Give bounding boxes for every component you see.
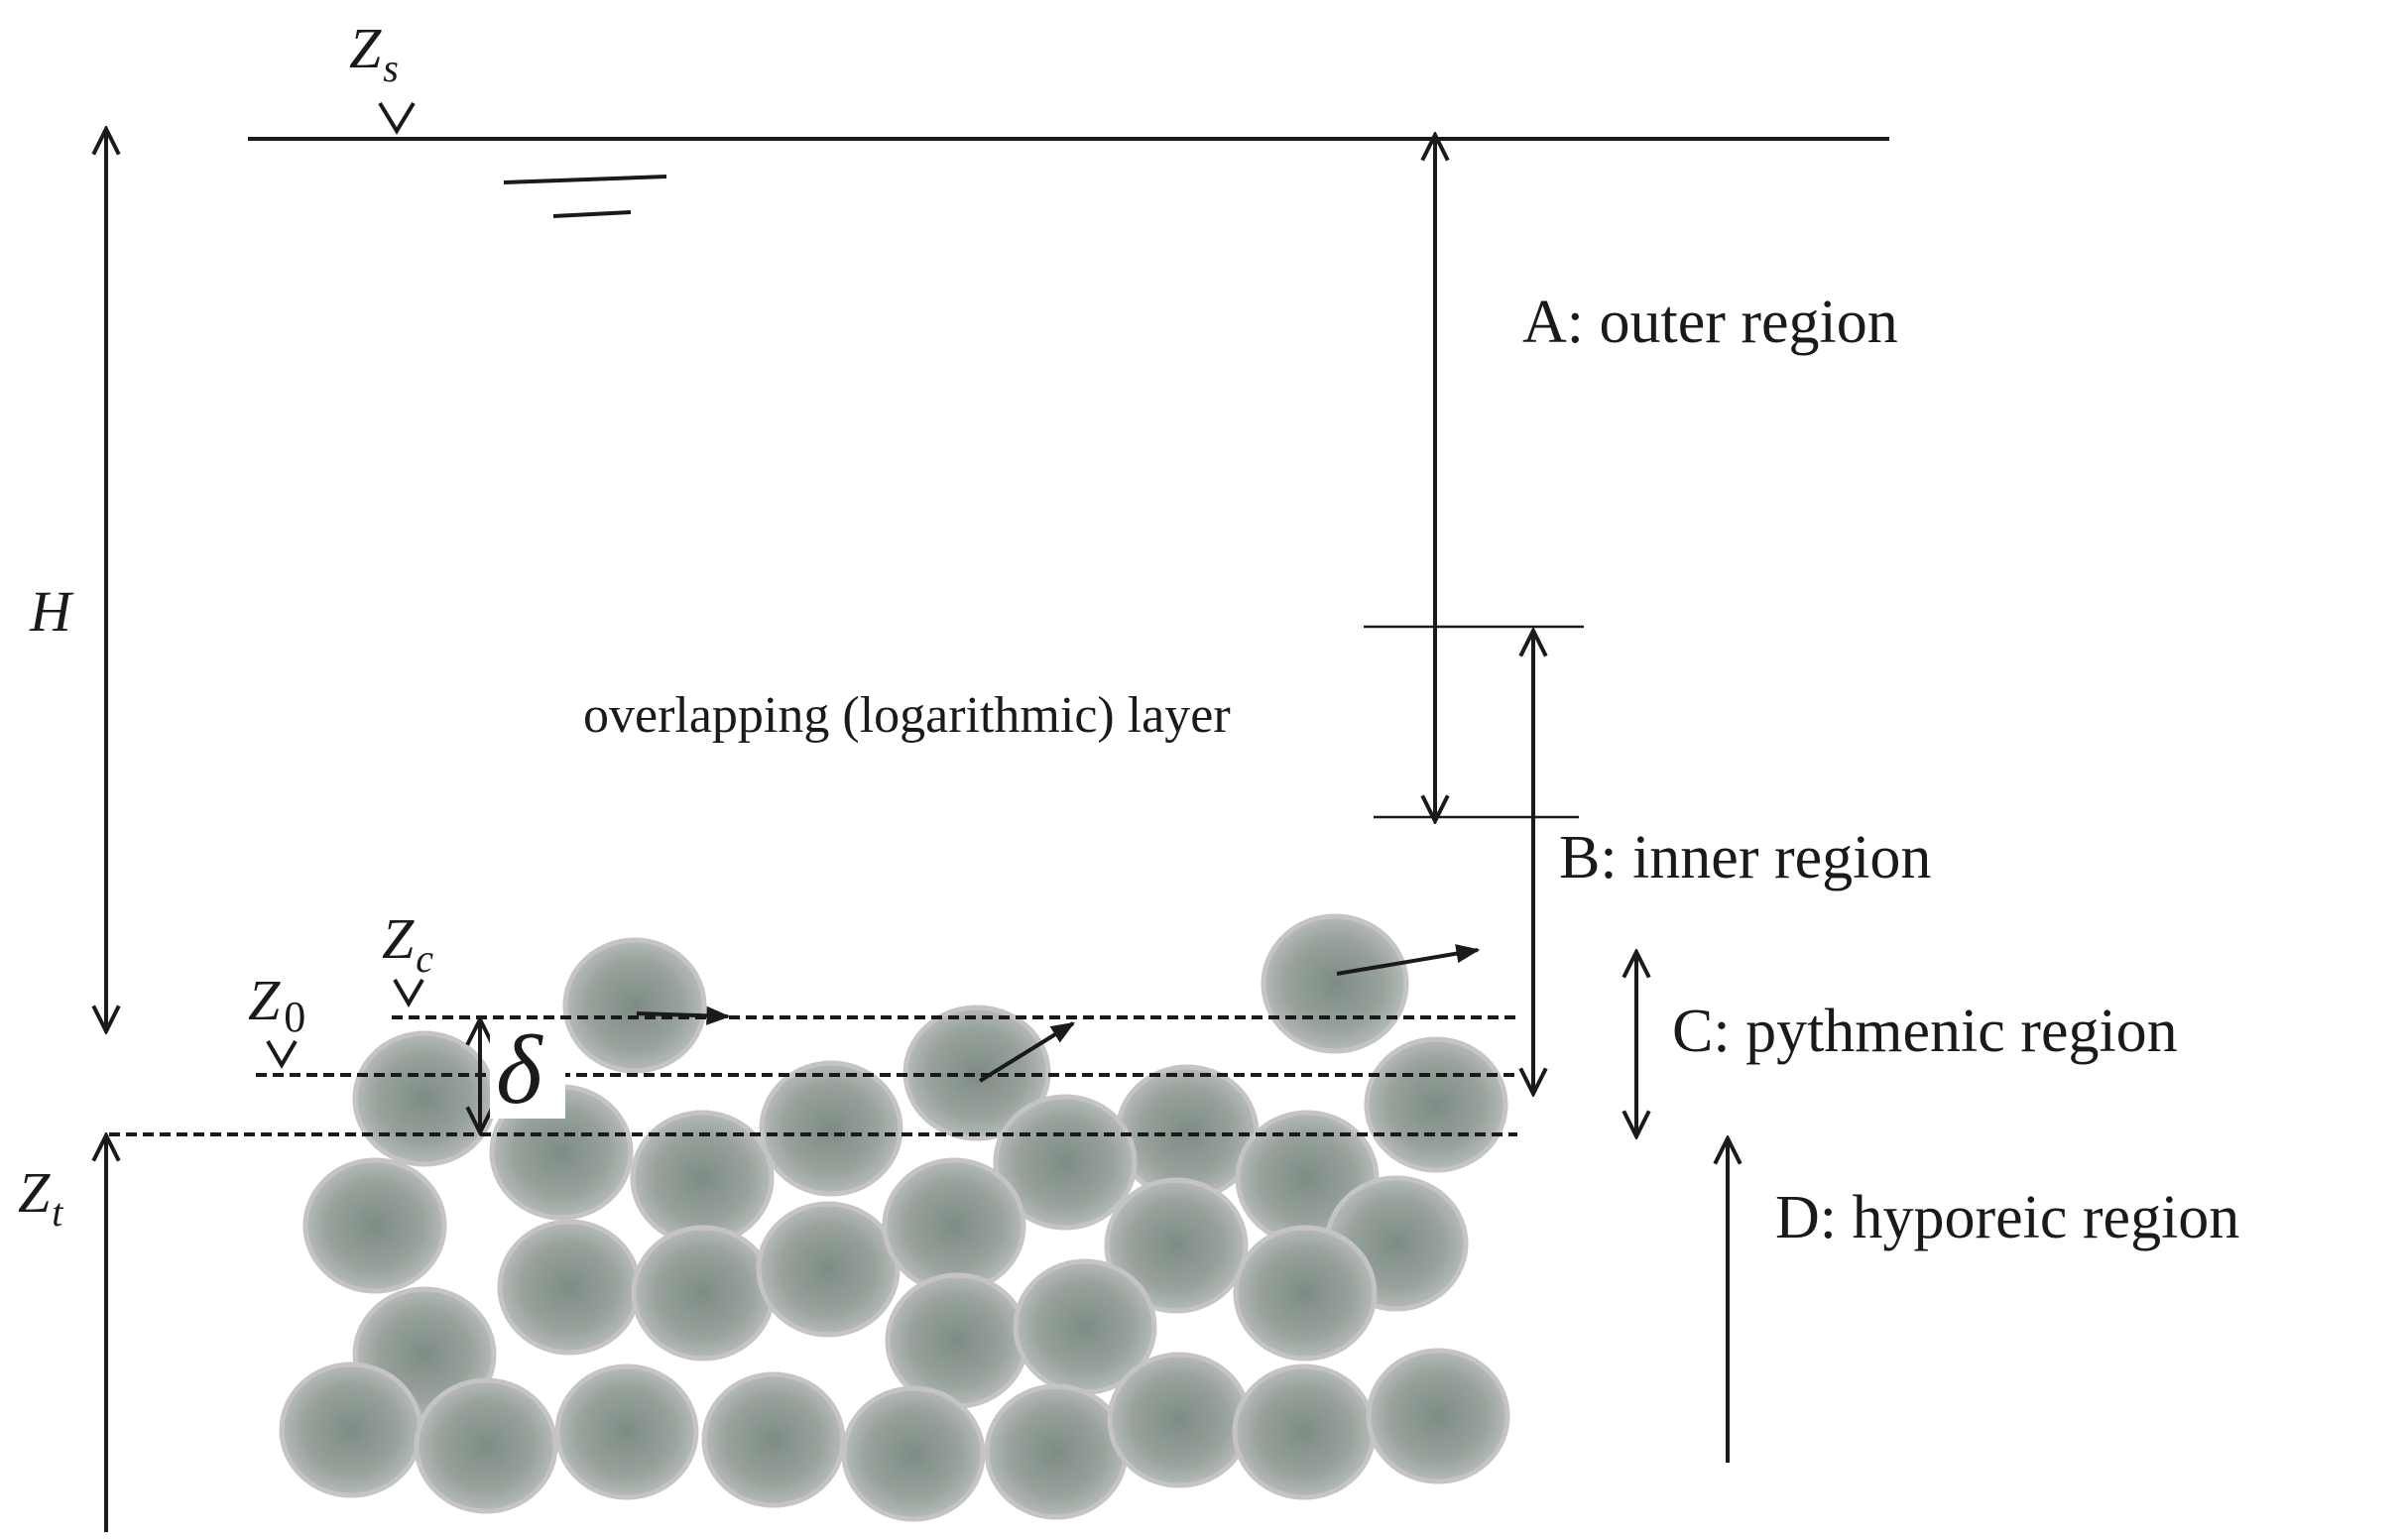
sediment-grain [1364, 1036, 1508, 1173]
sediment-grain [1232, 1363, 1377, 1500]
sediment-grain [302, 1157, 447, 1294]
sediment-grain [1261, 913, 1409, 1054]
sediment-grain [984, 1383, 1129, 1520]
z0-label: Z0 [248, 968, 305, 1041]
sediment-grain [631, 1225, 776, 1362]
sediment-grain [414, 1377, 558, 1514]
flow-vector-1 [636, 1006, 731, 1025]
sediment-grain [1104, 1177, 1249, 1314]
sediment-grain [630, 1110, 775, 1246]
hyporeic-region-label: D: hyporeic region [1775, 1184, 2239, 1251]
overlap-layer-label: overlapping (logarithmic) layer [583, 687, 1231, 744]
water-level-symbol-long [503, 175, 667, 184]
sediment-grain [882, 1157, 1026, 1294]
delta-label: δ [496, 1014, 543, 1125]
sediment-grain [352, 1030, 497, 1167]
sediment-grain [759, 1060, 903, 1197]
flow-vector-3 [1336, 944, 1481, 976]
sediment-bed [279, 913, 1510, 1522]
zc-label: Zc [382, 906, 433, 981]
depth-label: H [29, 579, 74, 644]
zs-label: Zs [349, 16, 399, 90]
sediment-grain [562, 937, 707, 1074]
pythmenic-region-label: C: pythmenic region [1672, 998, 2178, 1065]
sediment-grain [756, 1201, 901, 1338]
z0-marker [266, 1039, 298, 1069]
inner-region-label: B: inner region [1559, 824, 1931, 891]
delta-label-bg [490, 1027, 565, 1119]
outer-region-label: A: outer region [1522, 289, 1898, 356]
zt-label: Zt [18, 1160, 63, 1235]
sediment-grain [1107, 1352, 1252, 1488]
sediment-grain [993, 1094, 1138, 1231]
sediment-grain [1366, 1348, 1510, 1484]
sediment-grain [701, 1371, 846, 1508]
zc-marker [393, 978, 424, 1007]
flow-vector-2 [978, 1021, 1076, 1083]
sediment-grain [497, 1219, 642, 1356]
water-level-symbol-short [552, 210, 632, 218]
sediment-grain [841, 1385, 986, 1522]
sediment-grain [279, 1362, 423, 1498]
sediment-grain [554, 1363, 699, 1500]
water-surface-marker [378, 101, 416, 135]
sediment-grain [1233, 1225, 1378, 1362]
